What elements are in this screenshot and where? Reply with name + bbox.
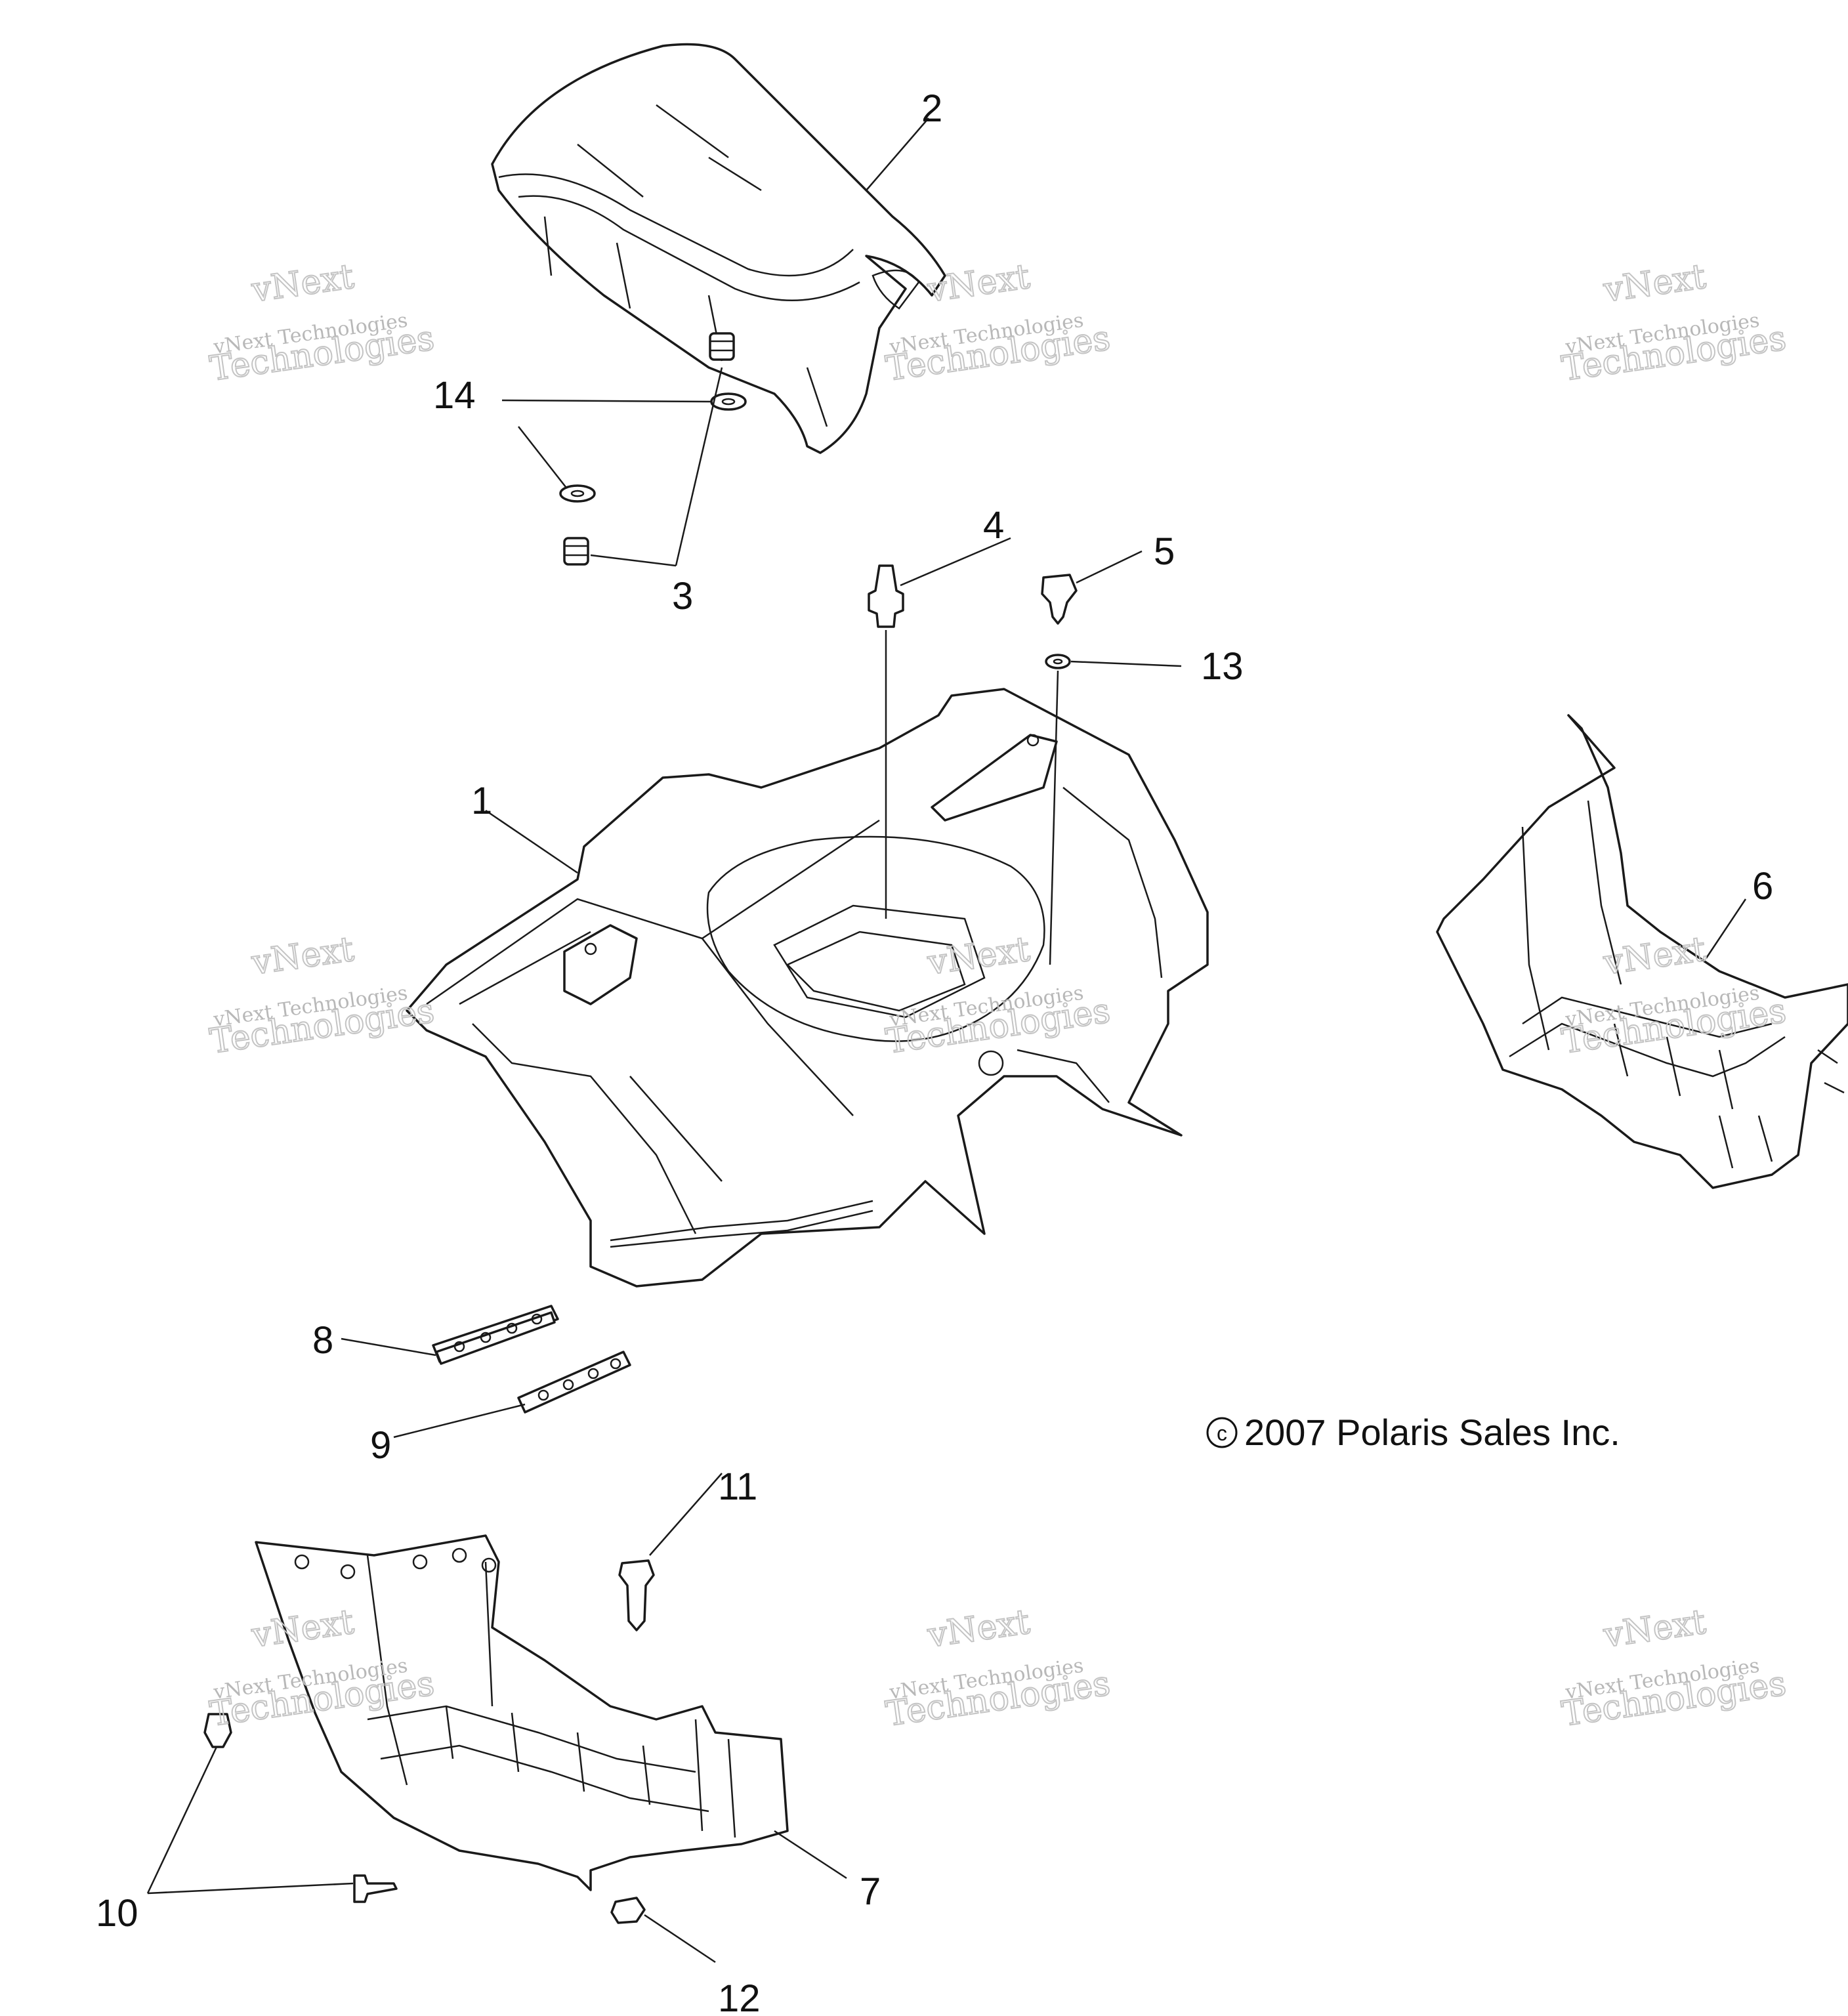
callout-1: 1 [471,780,492,822]
bolt-part-5 [1041,574,1078,625]
washer-part-14 [559,392,747,503]
watermark-4-line1: vNext [249,929,356,982]
watermark-3: vNext vNext Technologies Technologies [1559,256,1789,389]
callout-12: 12 [718,1977,761,2016]
rear-cab-part-1 [406,688,1209,1288]
grommet-part-3 [563,332,735,566]
watermark-1-line1: vNext [249,257,356,310]
callouts: 1 2 3 4 5 6 7 8 9 10 11 12 13 14 [96,87,1773,2016]
watermark-2-line1: vNext [925,257,1032,310]
watermark-9: vNext vNext Technologies Technologies [1559,1601,1789,1734]
push-rivet-part-10 [203,1713,398,1903]
washer-part-13 [1045,654,1071,669]
push-rivet-part-4 [868,564,904,628]
callout-5: 5 [1154,530,1175,573]
right-footwell-part-6 [1436,714,1848,1189]
callout-3: 3 [672,575,693,618]
callout-4: 4 [983,504,1004,547]
callout-6: 6 [1752,865,1773,908]
nut-part-12 [610,1897,646,1924]
copyright-symbol-icon [1206,1417,1238,1448]
leader-lines [146,117,1747,1964]
watermark-9-line1: vNext [1601,1602,1708,1655]
seat-part-2 [491,43,946,454]
callout-13: 13 [1201,645,1244,688]
callout-10: 10 [96,1892,138,1935]
bolt-part-11 [618,1559,655,1631]
copyright-text: 2007 Polaris Sales Inc. [1244,1412,1620,1453]
left-footwell-part-7 [255,1534,789,1891]
copyright-symbol-letter: c [1217,1421,1227,1445]
callout-14: 14 [433,374,476,417]
callout-7: 7 [860,1870,881,1913]
callout-11: 11 [718,1465,757,1508]
watermark-1: vNext vNext Technologies Technologies [207,256,437,389]
foot-pad-part-8 [432,1305,559,1365]
callout-8: 8 [312,1319,333,1362]
watermark-8: vNext vNext Technologies Technologies [883,1601,1113,1734]
foot-pad-part-9 [517,1351,631,1414]
watermark-4: vNext vNext Technologies Technologies [207,929,437,1062]
watermark-8-line1: vNext [925,1602,1032,1655]
copyright-notice: c 2007 Polaris Sales Inc. [1206,1412,1620,1453]
callout-2: 2 [921,87,942,130]
watermark-3-line1: vNext [1601,257,1708,310]
callout-9: 9 [370,1424,391,1467]
